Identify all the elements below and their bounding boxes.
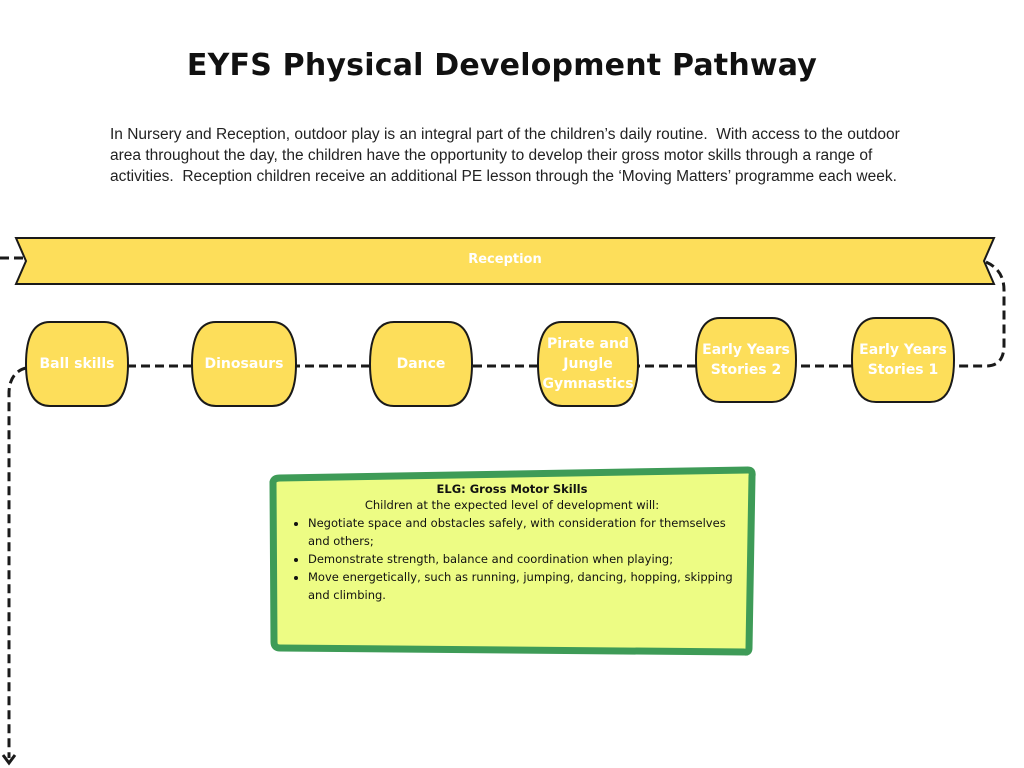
node-shape-dance xyxy=(368,321,474,407)
banner-label: Reception xyxy=(468,252,542,267)
node-shape-early-years-stories-2 xyxy=(694,317,798,403)
node-shape-early-years-stories-1 xyxy=(850,317,956,403)
elg-item: Move energetically, such as running, jum… xyxy=(308,568,742,604)
connector-banner-to-stories1 xyxy=(954,260,1006,368)
intro-paragraph: In Nursery and Reception, outdoor play i… xyxy=(110,126,909,185)
node-early-years-stories-2: Early Years Stories 2 xyxy=(702,342,790,378)
elg-heading: ELG: Gross Motor Skills xyxy=(436,482,588,496)
node-early-years-stories-1: Early Years Stories 1 xyxy=(859,342,947,378)
elg-box xyxy=(269,466,756,656)
node-dance: Dance xyxy=(396,356,446,372)
node-shape-pirate-and-jungle-gymnastics xyxy=(536,321,640,407)
node-dinosaurs: Dinosaurs xyxy=(204,356,284,372)
elg-panel: ELG: Gross Motor Skills Children at the … xyxy=(282,482,742,604)
elg-item: Negotiate space and obstacles safely, wi… xyxy=(308,514,742,550)
node-shape-dinosaurs xyxy=(190,321,298,407)
connector-ballskills-down xyxy=(7,366,27,758)
reception-banner xyxy=(14,237,996,285)
arrow-down-icon xyxy=(1,754,17,766)
node-shape-ball-skills xyxy=(24,321,130,407)
elg-list: Negotiate space and obstacles safely, wi… xyxy=(282,514,742,604)
node-ball-skills: Ball skills xyxy=(39,356,115,372)
elg-subheading: Children at the expected level of develo… xyxy=(364,498,660,512)
page-title: EYFS Physical Development Pathway xyxy=(186,48,818,83)
node-pirate-and-jungle-gymnastics: Pirate and Jungle Gymnastics xyxy=(542,336,634,392)
elg-item: Demonstrate strength, balance and coordi… xyxy=(308,550,742,568)
